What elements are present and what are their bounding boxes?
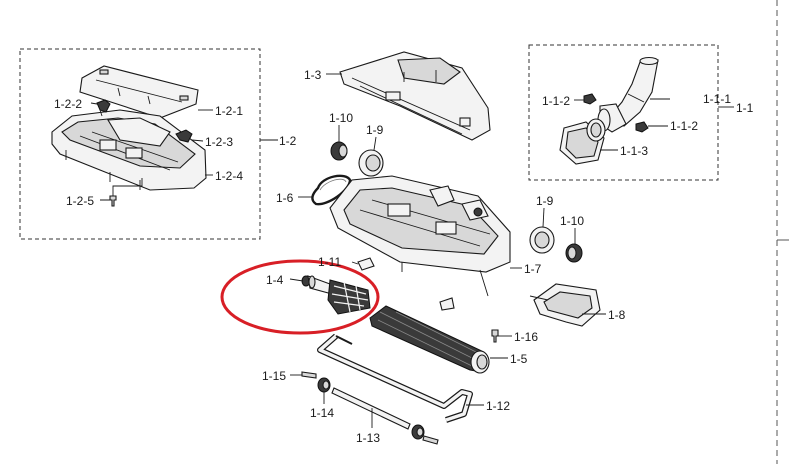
label-1-8: 1-8: [608, 308, 626, 322]
label-1-11: 1-11: [318, 255, 341, 269]
part-1-7-base-frame: [329, 175, 511, 311]
label-1-13: 1-13: [356, 431, 380, 445]
label-1-1-2-a: 1-1-2: [542, 94, 570, 108]
part-1-1-1-elbow-pipe: [597, 56, 659, 133]
part-1-13-axle-rod: [331, 387, 411, 430]
part-1-10-cap-left: [330, 141, 348, 161]
label-1-7: 1-7: [524, 262, 542, 276]
label-1-14: 1-14: [310, 406, 334, 420]
part-1-2-2-clip: [96, 99, 111, 117]
part-1-2-1-cover: [79, 65, 199, 119]
group-box-1-2: [19, 48, 261, 240]
label-1-1-2-b: 1-1-2: [670, 119, 698, 133]
part-1-16-screw: [491, 329, 499, 343]
part-1-2-3-clip: [175, 129, 193, 143]
group-box-1-1: [528, 44, 719, 181]
label-1-9-a: 1-9: [366, 123, 384, 137]
part-1-12-bumper-frame: [317, 333, 473, 423]
label-1-1-1: 1-1-1: [703, 92, 731, 106]
label-1-2-5: 1-2-5: [66, 194, 94, 208]
label-1-2-1: 1-2-1: [215, 104, 243, 118]
highlight-circle: [220, 259, 380, 335]
part-1-10-cap-right: [565, 243, 583, 263]
part-1-14-wheel-second: [411, 424, 439, 445]
label-1-2-3: 1-2-3: [205, 135, 233, 149]
label-1-6: 1-6: [276, 191, 294, 205]
part-1-14-wheel: [317, 377, 331, 393]
part-1-11-clip: [357, 257, 375, 271]
part-1-1-2-clip-b: [635, 121, 649, 133]
part-1-3-upper-cover: [339, 51, 491, 141]
label-1-9-b: 1-9: [536, 194, 554, 208]
part-1-1-3-swivel-joint: [559, 118, 606, 165]
label-1-2: 1-2: [279, 134, 297, 148]
label-1-5: 1-5: [510, 352, 528, 366]
part-1-9-bearing-left: [358, 149, 384, 177]
label-1-15: 1-15: [262, 369, 286, 383]
part-1-2-4-housing: [51, 109, 207, 191]
label-1-1: 1-1: [736, 101, 754, 115]
part-1-15-screw: [301, 371, 317, 379]
label-1-3: 1-3: [304, 68, 322, 82]
label-1-10-b: 1-10: [560, 214, 584, 228]
part-1-9-bearing-right: [529, 226, 555, 254]
part-1-1-2-clip-a: [583, 93, 597, 105]
part-1-8-side-flap: [529, 283, 601, 327]
part-1-4-agitator-end: [301, 275, 371, 315]
label-1-12: 1-12: [486, 399, 510, 413]
part-1-5-brush-roll: [369, 305, 490, 374]
label-1-1-3: 1-1-3: [620, 144, 648, 158]
label-1-2-4: 1-2-4: [215, 169, 243, 183]
label-1-16: 1-16: [514, 330, 538, 344]
label-1-4: 1-4: [266, 273, 284, 287]
label-1-10-a: 1-10: [329, 111, 353, 125]
part-1-2-5-screw: [109, 195, 117, 207]
label-1-2-2: 1-2-2: [54, 97, 82, 111]
part-1-6-belt: [311, 174, 352, 206]
